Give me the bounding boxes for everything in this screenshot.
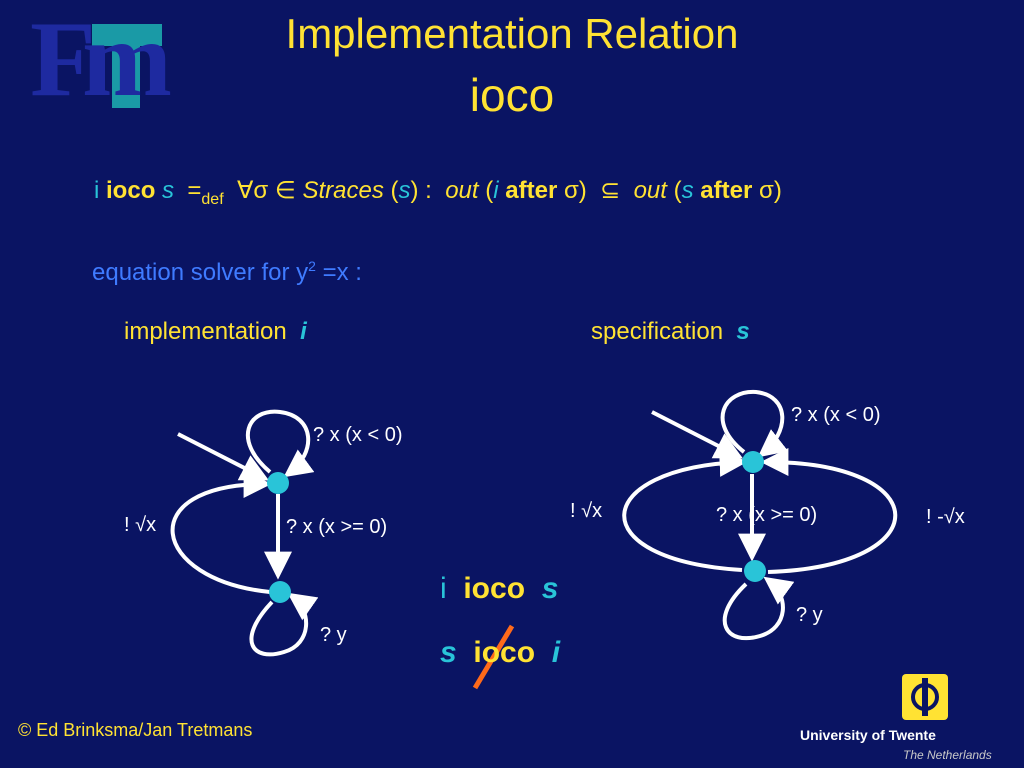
formula-open-3: ( [673, 177, 682, 204]
title-line-2: ioco [469, 69, 555, 121]
impl-state-initial [267, 472, 289, 494]
formula-out-2: out [633, 177, 667, 204]
rel2-left: s [440, 636, 457, 669]
spec-loop-bottom [722, 576, 795, 641]
impl-loop-bottom [249, 592, 319, 657]
problem-rest: =x : [315, 259, 362, 286]
impl-state-second [269, 581, 291, 603]
spec-label-down: ? x (x >= 0) [716, 504, 818, 526]
formula-straces: Straces [302, 177, 384, 204]
impl-label-down: ? x (x >= 0) [286, 516, 388, 538]
formula-open-2: ( [485, 177, 494, 204]
impl-label-loop-top: ? x (x < 0) [313, 424, 403, 446]
rel1-left: i [440, 572, 447, 605]
university-country: The Netherlands [903, 748, 992, 762]
formula-quantifier: ∀σ ∈ [236, 177, 296, 204]
formula-out-1: out [445, 177, 479, 204]
implementation-heading: implementation i [124, 318, 307, 346]
logo-mark-bar [922, 678, 928, 716]
university-logo [902, 674, 948, 720]
logo-teal-block [92, 24, 162, 46]
spec-left-output-arc [622, 448, 748, 572]
rel2-op: ioco [473, 636, 536, 669]
formula-s-3: s [681, 177, 694, 204]
spec-state-initial [742, 451, 764, 473]
logo-letters: Fm [30, 0, 172, 119]
formula-s: s [162, 177, 175, 204]
formula-close-2: ) [578, 177, 587, 204]
spec-right-output-arc [760, 448, 898, 574]
formula-sigma-2: σ [759, 177, 774, 204]
formula-subseteq: ⊆ [600, 177, 621, 204]
rel1-op: ioco [463, 572, 526, 605]
formula-after-1: after [505, 177, 558, 204]
relation-s-ioco-i: s ioco i [440, 636, 560, 670]
spec-label-loop-bottom: ? y [796, 604, 823, 626]
formula-i-2: i [493, 177, 499, 204]
formula-close-3: ) [773, 177, 782, 204]
university-name: University of Twente [800, 727, 936, 743]
impl-loop-top [246, 409, 315, 478]
formula-ioco: ioco [106, 177, 156, 204]
formula-eq: = [187, 177, 202, 204]
impl-output-arc [170, 470, 272, 594]
rel1-right: s [541, 572, 559, 605]
impl-initial-arrow [177, 432, 269, 481]
impl-label-loop-bottom: ? y [320, 624, 347, 646]
implementation-lts [170, 409, 319, 657]
spec-label-loop-top: ? x (x < 0) [791, 404, 881, 426]
rel2-right: i [551, 636, 561, 669]
problem-statement: equation solver for y2 =x : [92, 258, 362, 287]
specification-lts [622, 389, 898, 641]
formula-s-2: s [398, 177, 411, 204]
problem-text: equation solver for y [92, 259, 309, 286]
definition-formula: i ioco s =def ∀σ ∈ Straces (s) : out (i … [94, 176, 782, 209]
formula-open-1: ( [390, 177, 399, 204]
spec-heading-var: s [736, 318, 750, 345]
logo-teal-stem [112, 42, 140, 108]
fm-logo: Fm [30, 6, 172, 114]
impl-heading-var: i [300, 318, 307, 345]
title-line-1: Implementation Relation [285, 10, 739, 57]
relation-i-ioco-s: i ioco s [440, 572, 558, 606]
problem-sup: 2 [308, 258, 316, 274]
copyright: © Ed Brinksma/Jan Tretmans [18, 720, 253, 740]
formula-i: i [94, 177, 100, 204]
spec-label-output-left: ! √x [570, 500, 603, 522]
impl-label-output: ! √x [124, 514, 157, 536]
spec-initial-arrow [651, 410, 743, 459]
spec-loop-top [720, 389, 789, 458]
formula-colon: : [418, 177, 432, 204]
formula-after-2: after [700, 177, 753, 204]
formula-sigma-1: σ [563, 177, 579, 204]
spec-heading-text: specification [591, 318, 724, 345]
spec-label-output-right: ! -√x [926, 506, 965, 528]
formula-close-1: ) [410, 177, 419, 204]
formula-def: def [201, 190, 224, 208]
impl-heading-text: implementation [124, 318, 287, 345]
spec-state-second [744, 560, 766, 582]
strike-line [472, 624, 515, 690]
specification-heading: specification s [591, 318, 750, 346]
